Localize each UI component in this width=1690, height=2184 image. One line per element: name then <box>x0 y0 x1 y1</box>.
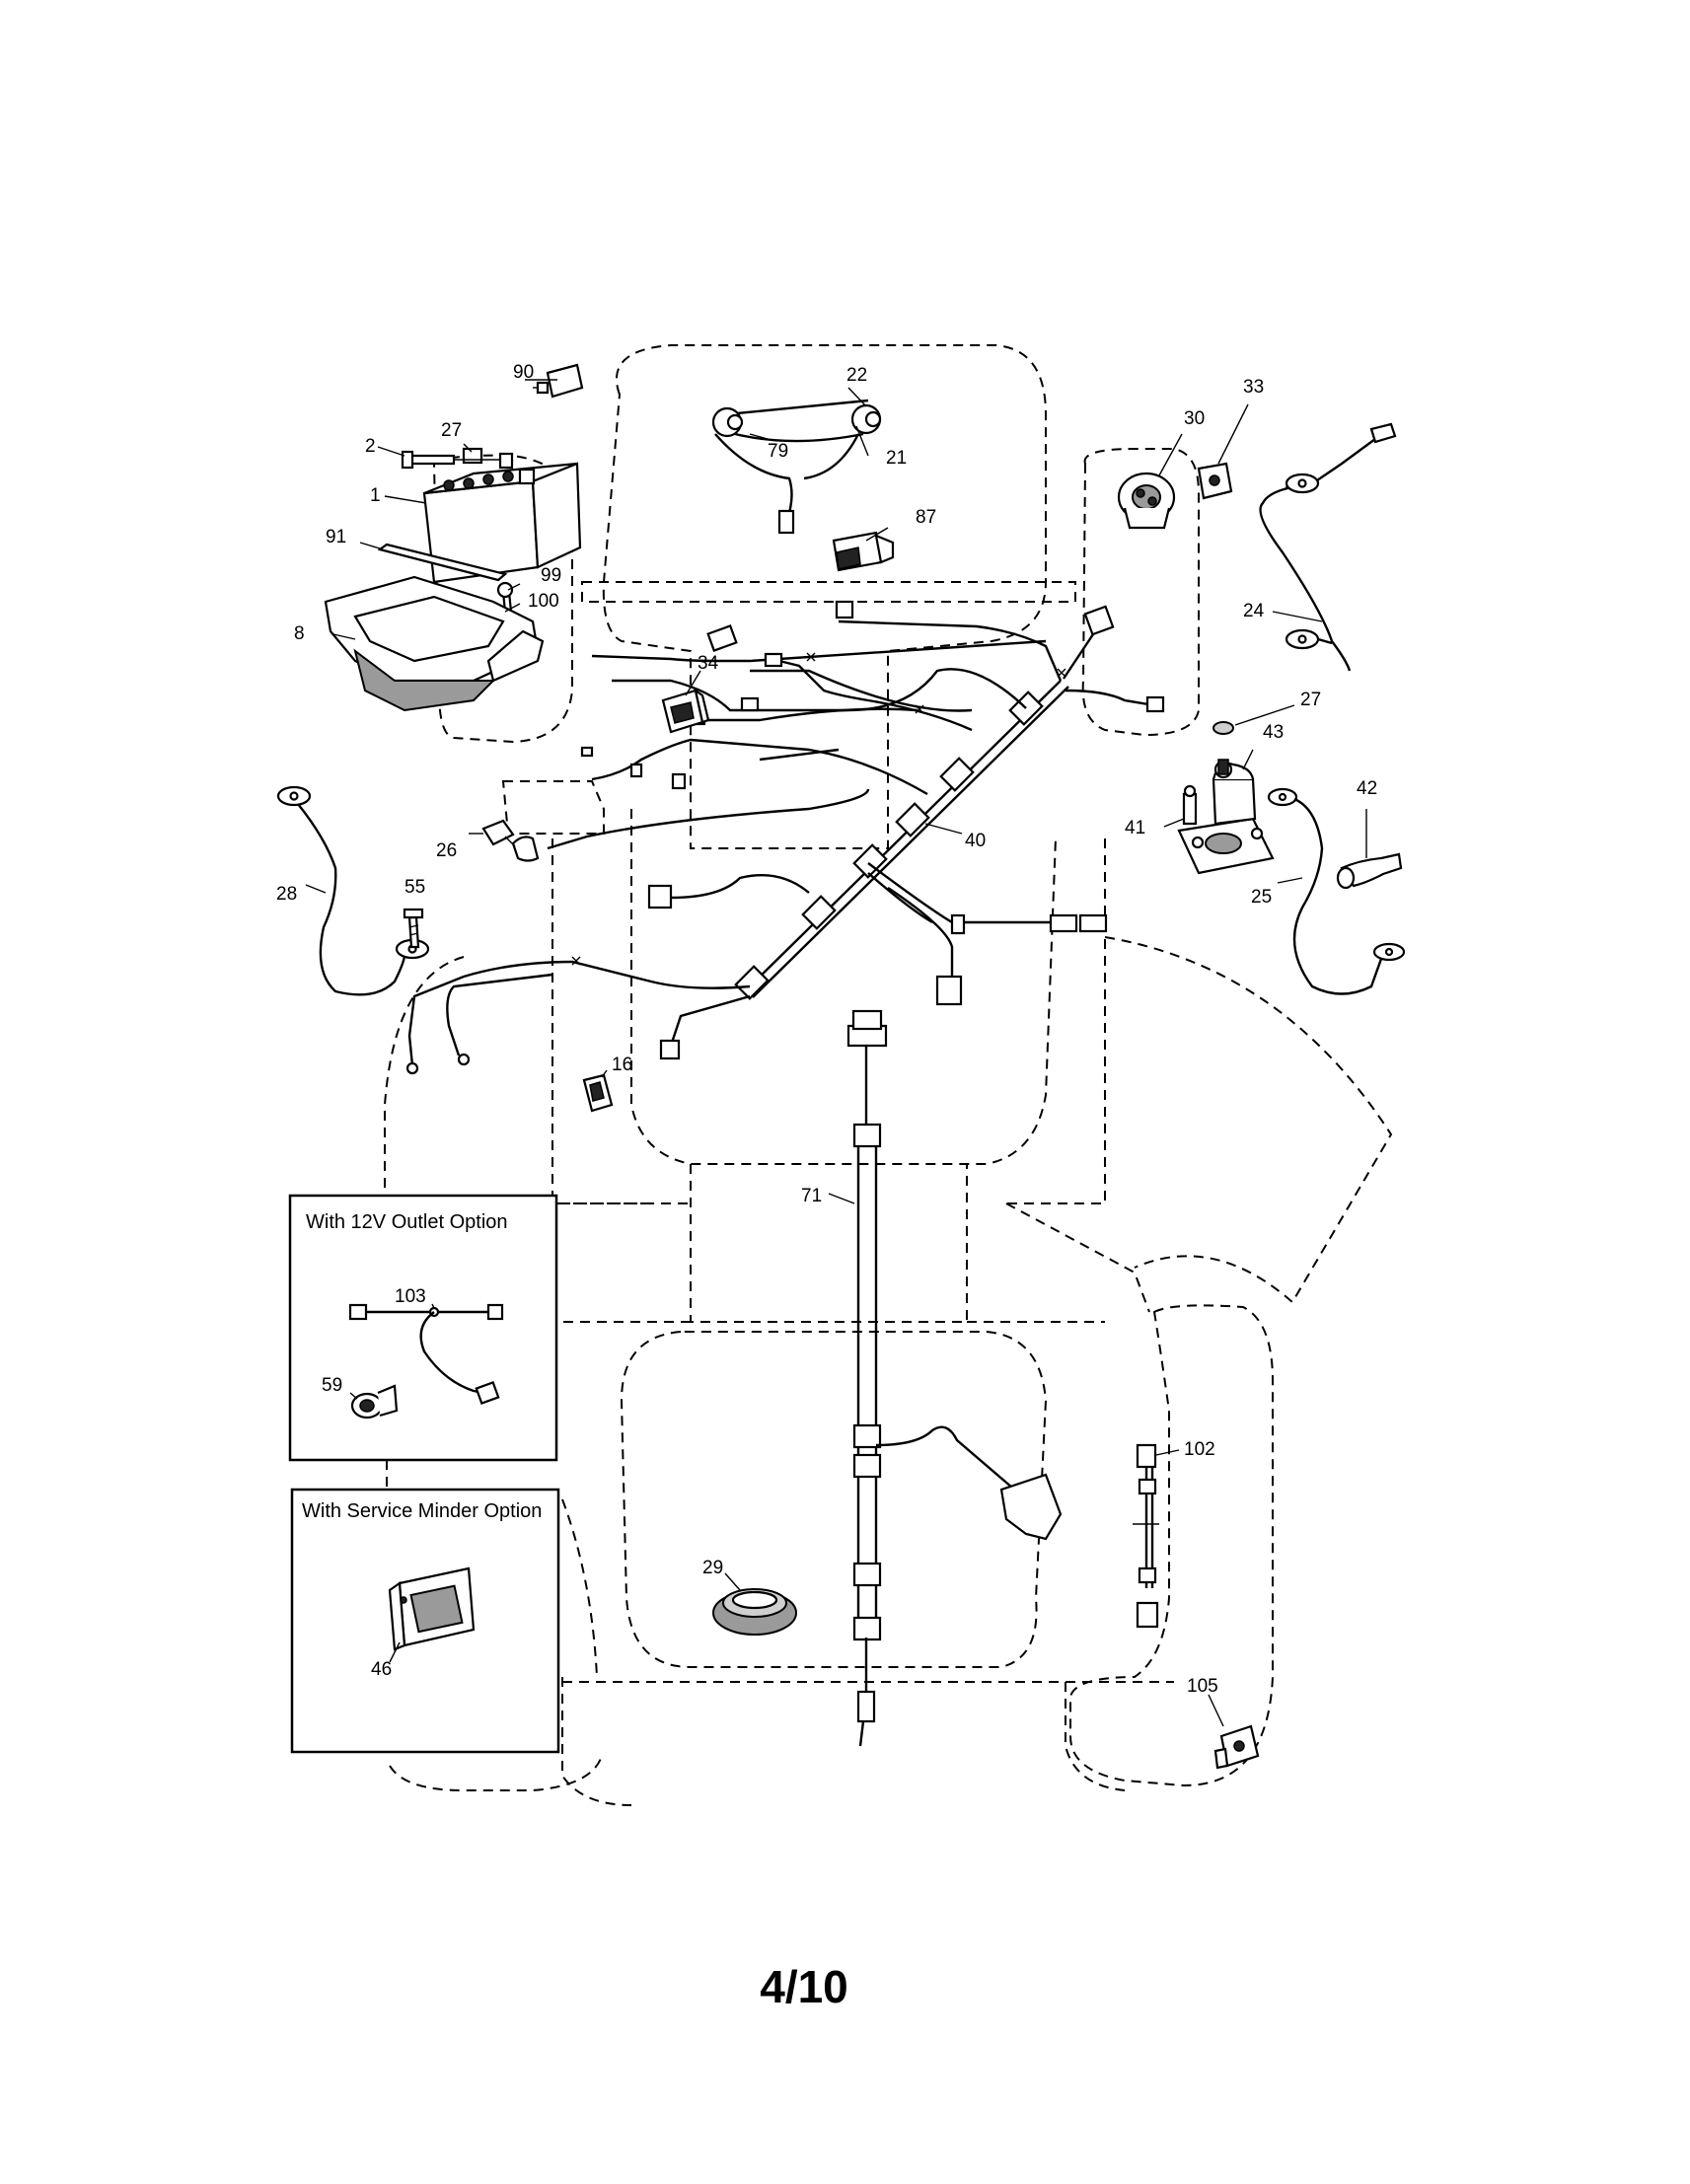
callout-21: 21 <box>886 448 907 469</box>
callout-43: 43 <box>1263 722 1284 743</box>
bolt-55 <box>403 908 424 949</box>
callout-2: 2 <box>365 436 376 457</box>
switch-34 <box>661 688 710 734</box>
callout-29: 29 <box>702 1558 723 1578</box>
callout-100: 100 <box>528 591 559 612</box>
service-minder-option-box <box>290 1488 560 1754</box>
callout-33: 33 <box>1243 377 1264 398</box>
service-minder-option-title: With Service Minder Option <box>302 1500 542 1522</box>
cable-25 <box>1267 787 1406 995</box>
part-90 <box>533 363 584 399</box>
callout-labels: 90 27 2 1 91 99 100 8 22 79 21 87 30 33 … <box>276 362 1377 1697</box>
callout-28: 28 <box>276 884 297 905</box>
solenoid-43 <box>1177 721 1275 875</box>
callout-87: 87 <box>916 507 936 528</box>
callout-102: 102 <box>1184 1439 1215 1460</box>
switch-harness-102 <box>1133 1443 1159 1629</box>
callout-34: 34 <box>698 653 719 674</box>
part-105 <box>1213 1724 1260 1770</box>
callout-91: 91 <box>326 527 346 547</box>
main-wiring-harness <box>407 612 1155 1066</box>
callout-79: 79 <box>768 441 788 462</box>
callout-24: 24 <box>1243 601 1265 621</box>
battery-assembly <box>324 447 582 712</box>
callout-59: 59 <box>322 1375 342 1396</box>
fuse-holder-26 <box>481 819 540 862</box>
callout-25: 25 <box>1251 887 1272 908</box>
rear-harness-71 <box>846 1009 1063 1747</box>
callout-22: 22 <box>846 365 867 386</box>
callout-90: 90 <box>513 362 534 383</box>
callout-41: 41 <box>1125 818 1145 838</box>
callout-8: 8 <box>294 623 305 644</box>
cable-24 <box>1259 422 1397 672</box>
outlet-option-title: With 12V Outlet Option <box>306 1211 508 1233</box>
ignition-switch-30 <box>1117 472 1176 530</box>
callout-16: 16 <box>612 1055 632 1075</box>
cable-28 <box>276 785 430 996</box>
harness-connectors <box>405 600 1165 1075</box>
part-16 <box>582 1073 614 1113</box>
callout-27-right: 27 <box>1300 690 1321 710</box>
outlet-option-box <box>288 1194 558 1462</box>
callout-103: 103 <box>395 1286 426 1307</box>
grommet-29 <box>712 1588 797 1636</box>
boot-42 <box>1336 852 1403 890</box>
callout-99: 99 <box>541 565 561 586</box>
callout-1: 1 <box>370 485 381 506</box>
callout-71: 71 <box>801 1186 822 1206</box>
callout-30: 30 <box>1184 408 1205 429</box>
page-number: 4/10 <box>760 1961 848 2012</box>
relay-87 <box>832 531 895 572</box>
part-33 <box>1197 462 1233 500</box>
callout-26: 26 <box>436 840 457 861</box>
callout-55: 55 <box>404 877 425 898</box>
headlight-harness <box>711 399 882 535</box>
callout-42: 42 <box>1357 778 1377 799</box>
callout-105: 105 <box>1187 1676 1218 1697</box>
leader-lines <box>305 379 1367 1727</box>
callout-40: 40 <box>965 831 986 851</box>
callout-46: 46 <box>371 1659 392 1680</box>
callout-27-top: 27 <box>441 420 462 441</box>
